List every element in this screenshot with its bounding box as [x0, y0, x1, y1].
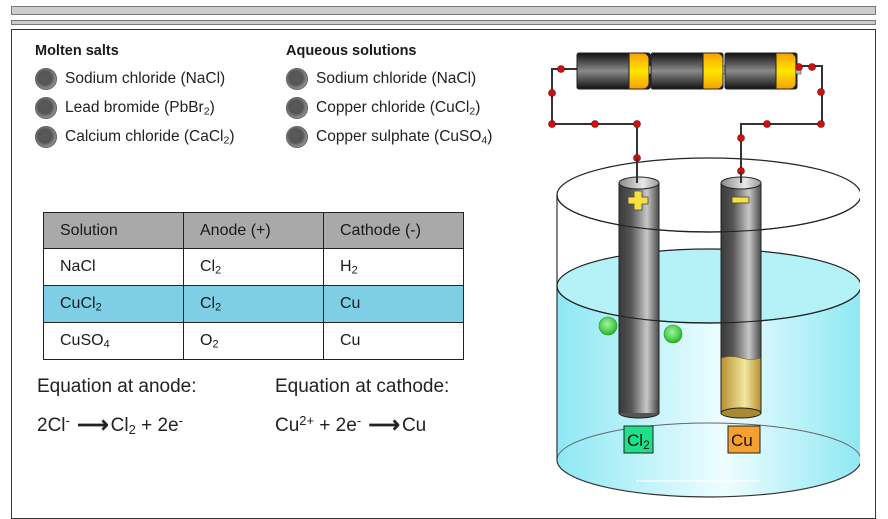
- anode-equation: 2Cl- ⟶Cl2 + 2e-: [37, 412, 183, 438]
- chlorine-bubble: [598, 316, 618, 336]
- minus-sign-icon: [731, 196, 750, 204]
- molten-salts-group: Molten salts Sodium chloride (NaCl) Lead…: [35, 42, 235, 151]
- plus-sign-icon: [627, 190, 649, 211]
- cell-anode: Cl2: [183, 248, 324, 286]
- aqueous-solutions-title: Aqueous solutions: [286, 43, 417, 59]
- cell-anode: Cl2: [183, 285, 324, 323]
- radio-button-icon[interactable]: [286, 125, 308, 148]
- radio-button-icon[interactable]: [35, 96, 57, 119]
- radio-button-icon[interactable]: [35, 67, 57, 90]
- header-cathode: Cathode (-): [323, 212, 464, 249]
- anode-equation-title: Equation at anode:: [37, 376, 197, 397]
- radio-button-icon[interactable]: [286, 67, 308, 90]
- cathode-equation-title: Equation at cathode:: [275, 376, 450, 397]
- electrolysis-apparatus: Cl2 Cu: [548, 52, 860, 498]
- chlorine-bubble: [663, 324, 683, 344]
- products-table: Solution Anode (+) Cathode (-) NaCl Cl2 …: [43, 212, 464, 360]
- cell-cathode: Cu: [323, 322, 464, 360]
- cell-solution: CuCl2: [43, 285, 184, 323]
- anode-product-label: Cl2: [623, 425, 654, 454]
- radio-label: Sodium chloride (NaCl): [316, 69, 477, 87]
- table-header-row: Solution Anode (+) Cathode (-): [43, 212, 464, 249]
- radio-aqueous-cuso4[interactable]: Copper sulphate (CuSO4): [286, 122, 492, 151]
- cathode-product-text: Cu: [731, 431, 753, 450]
- cathode-electrode: [720, 171, 762, 419]
- radio-label: Copper chloride (CuCl2): [316, 98, 481, 118]
- radio-button-icon[interactable]: [35, 125, 57, 148]
- radio-molten-cacl2[interactable]: Calcium chloride (CaCl2): [35, 122, 235, 151]
- cell-cathode: H2: [323, 248, 464, 286]
- cathode-product-label: Cu: [727, 425, 761, 454]
- aqueous-solutions-group: Aqueous solutions Sodium chloride (NaCl)…: [286, 42, 492, 151]
- cell-solution: CuSO4: [43, 322, 184, 360]
- radio-aqueous-cucl2[interactable]: Copper chloride (CuCl2): [286, 93, 492, 122]
- table-row: CuSO4 O2 Cu: [43, 322, 464, 360]
- cell-anode: O2: [183, 322, 324, 360]
- header-anode: Anode (+): [183, 212, 324, 249]
- cell-solution: NaCl: [43, 248, 184, 286]
- anode-electrode: [618, 158, 660, 419]
- cell-cathode: Cu: [323, 285, 464, 323]
- molten-salts-title: Molten salts: [35, 43, 119, 59]
- table-row-highlighted: CuCl2 Cl2 Cu: [43, 285, 464, 323]
- header-solution: Solution: [43, 212, 184, 249]
- radio-aqueous-nacl[interactable]: Sodium chloride (NaCl): [286, 64, 492, 93]
- battery: [576, 52, 802, 90]
- radio-button-icon[interactable]: [286, 96, 308, 119]
- radio-label: Copper sulphate (CuSO4): [316, 127, 493, 147]
- radio-label: Sodium chloride (NaCl): [65, 69, 226, 87]
- title-bar: [11, 6, 876, 15]
- table-row: NaCl Cl2 H2: [43, 248, 464, 286]
- toolbar-strip: [11, 20, 876, 25]
- cathode-equation: Cu2+ + 2e- ⟶Cu: [275, 412, 427, 437]
- radio-molten-nacl[interactable]: Sodium chloride (NaCl): [35, 64, 235, 93]
- radio-label: Lead bromide (PbBr2): [65, 98, 215, 118]
- radio-label: Calcium chloride (CaCl2): [65, 127, 235, 147]
- wire-nodes: [548, 63, 825, 175]
- radio-molten-pbbr2[interactable]: Lead bromide (PbBr2): [35, 93, 235, 122]
